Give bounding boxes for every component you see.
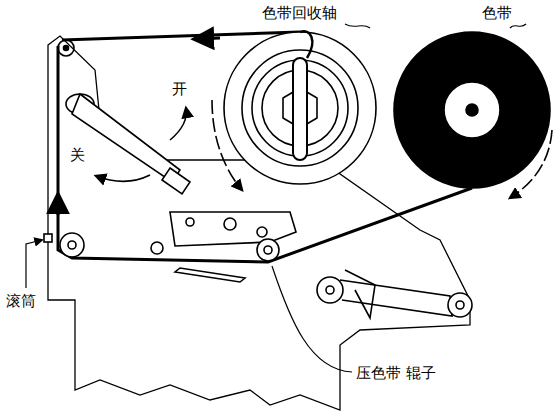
pinch-roller xyxy=(257,239,279,261)
guide-roller xyxy=(58,40,74,56)
part-label: 关 xyxy=(70,146,85,164)
part-label: 色带回收轴 xyxy=(262,4,337,22)
lever xyxy=(66,94,190,194)
close-arrow xyxy=(96,175,150,182)
direction-arrow xyxy=(57,195,60,215)
part-label: 压色带 辊子 xyxy=(356,364,436,382)
part-label: 色带 xyxy=(482,4,512,22)
part-label: 滚筒 xyxy=(6,292,36,310)
rotation-arrow xyxy=(510,130,552,198)
leader-line xyxy=(272,266,352,372)
leader-line xyxy=(345,24,370,28)
part-label: 开 xyxy=(172,80,187,98)
lower-arm xyxy=(317,270,472,318)
leader-line xyxy=(510,24,526,28)
rewind-spindle xyxy=(224,31,376,184)
leader-line xyxy=(26,240,42,288)
ribbon-roll xyxy=(394,32,550,188)
open-arrow xyxy=(170,108,186,140)
platen-roller xyxy=(60,233,84,257)
direction-arrow xyxy=(195,38,220,39)
rotation-arrow xyxy=(212,100,242,190)
ribbon-top xyxy=(62,32,300,40)
